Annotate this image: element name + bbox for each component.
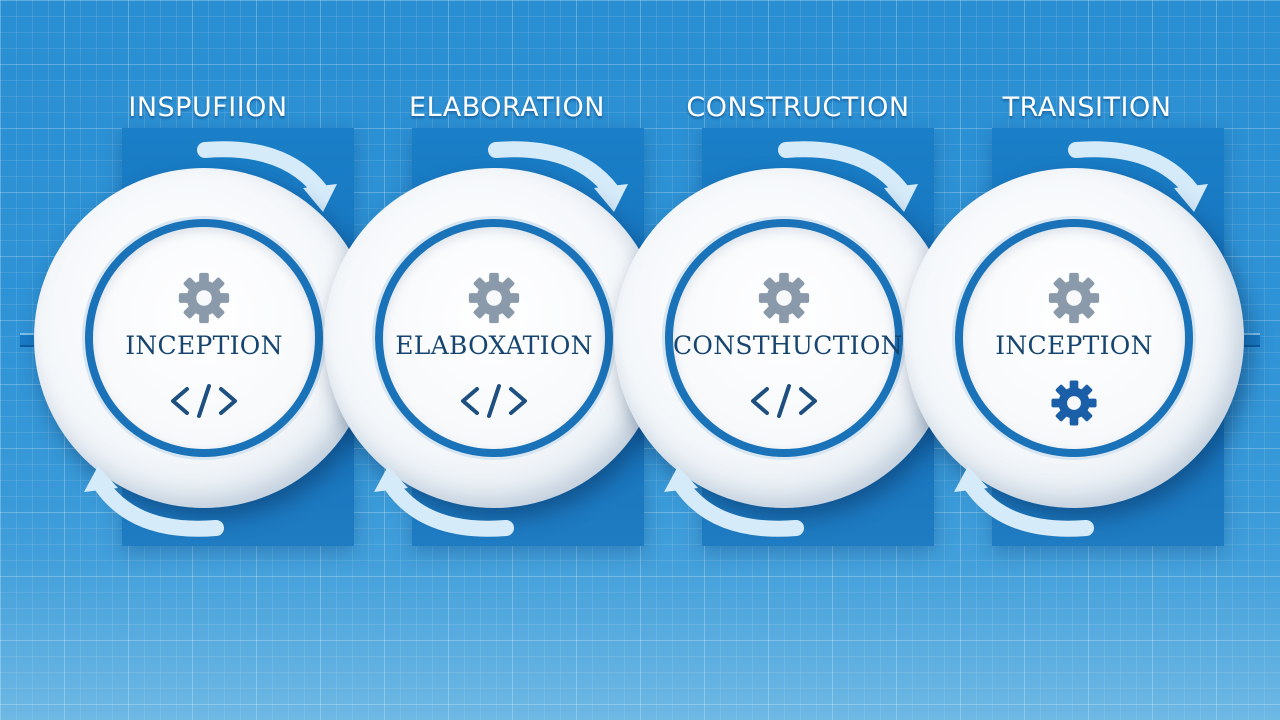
gear-icon (758, 272, 810, 324)
curved-arrow-icon (778, 141, 918, 212)
phase-title-1: INSPUFIION (128, 92, 288, 123)
phase-inner-circle: CONSTHUCTION (665, 219, 903, 457)
phase-circle-4: INCEPTION (904, 168, 1244, 508)
curved-arrow-icon (488, 141, 628, 212)
phase-inner-circle: ELABOXATION (375, 219, 613, 457)
gear-icon (178, 272, 230, 324)
phase-inner-circle: INCEPTION (955, 219, 1193, 457)
curved-arrow-icon (954, 466, 1094, 537)
gear-icon (1048, 272, 1100, 324)
curved-arrow-icon (197, 141, 337, 212)
phase-inner-label-3: CONSTHUCTION (673, 331, 903, 360)
phase-inner-circle: INCEPTION (85, 219, 323, 457)
phase-circle-2: ELABOXATION (324, 168, 664, 508)
phase-inner-label-2: ELABOXATION (395, 331, 593, 360)
phase-inner-label-4: INCEPTION (995, 331, 1153, 360)
phase-circle-3: CONSTHUCTION (614, 168, 954, 508)
phase-circle-1: INCEPTION (34, 168, 374, 508)
code-icon (171, 384, 237, 418)
phase-title-4: TRANSITION (1002, 92, 1172, 123)
code-icon (461, 384, 527, 418)
phase-title-2: ELABORATION (409, 92, 605, 123)
gear-icon (1051, 380, 1097, 426)
curved-arrow-icon (1068, 141, 1208, 212)
gear-icon (468, 272, 520, 324)
phase-title-3: CONSTRUCTION (686, 92, 910, 123)
code-icon (751, 384, 817, 418)
phase-inner-label-1: INCEPTION (125, 331, 283, 360)
curved-arrow-icon (374, 466, 514, 537)
curved-arrow-icon (664, 466, 804, 537)
curved-arrow-icon (84, 466, 224, 537)
background-glow (0, 560, 1280, 720)
